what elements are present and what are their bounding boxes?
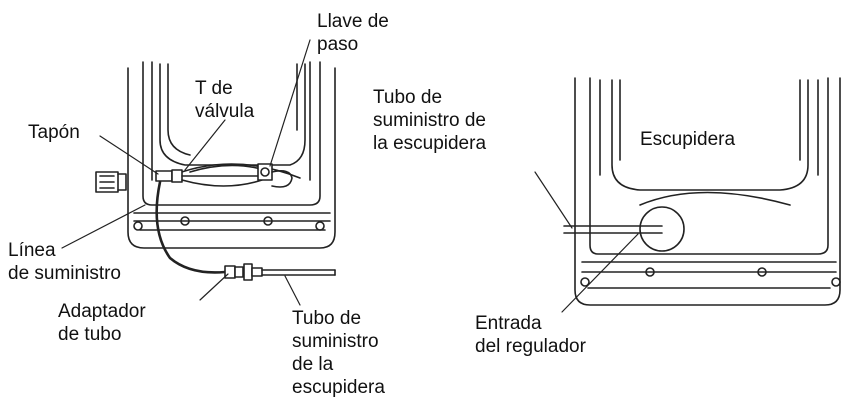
label-tubo-suministro-left: Tubo de suministro de la escupidera [292, 308, 385, 398]
right-cabinet [574, 77, 841, 306]
tube-adapter-icon [224, 263, 336, 281]
label-tapon: Tapón [28, 122, 80, 143]
llave-de-paso-valve-icon [257, 163, 293, 188]
label-tubo-suministro-right: Tubo de suministro de la escupidera [373, 87, 487, 154]
right-holes [580, 267, 841, 287]
right-bowl [611, 79, 809, 206]
right-leader-lines [534, 171, 639, 313]
label-escupidera: Escupidera [640, 129, 736, 150]
valve-tee-icon [155, 164, 266, 187]
label-linea-de-suministro: Línea de suministro [8, 240, 121, 284]
left-leader-lines [61, 39, 311, 306]
label-llave-de-paso: Llave de paso [317, 11, 389, 55]
label-t-de-valvula: T de válvula [195, 78, 255, 122]
tapon-plug-icon [95, 171, 127, 193]
left-holes [133, 216, 325, 231]
left-cabinet [127, 61, 336, 249]
label-adaptador-de-tubo: Adaptador de tubo [58, 301, 146, 345]
regulator-inlet-icon [563, 206, 685, 252]
supply-line [155, 180, 227, 274]
label-entrada-del-regulador: Entrada del regulador [475, 313, 586, 357]
